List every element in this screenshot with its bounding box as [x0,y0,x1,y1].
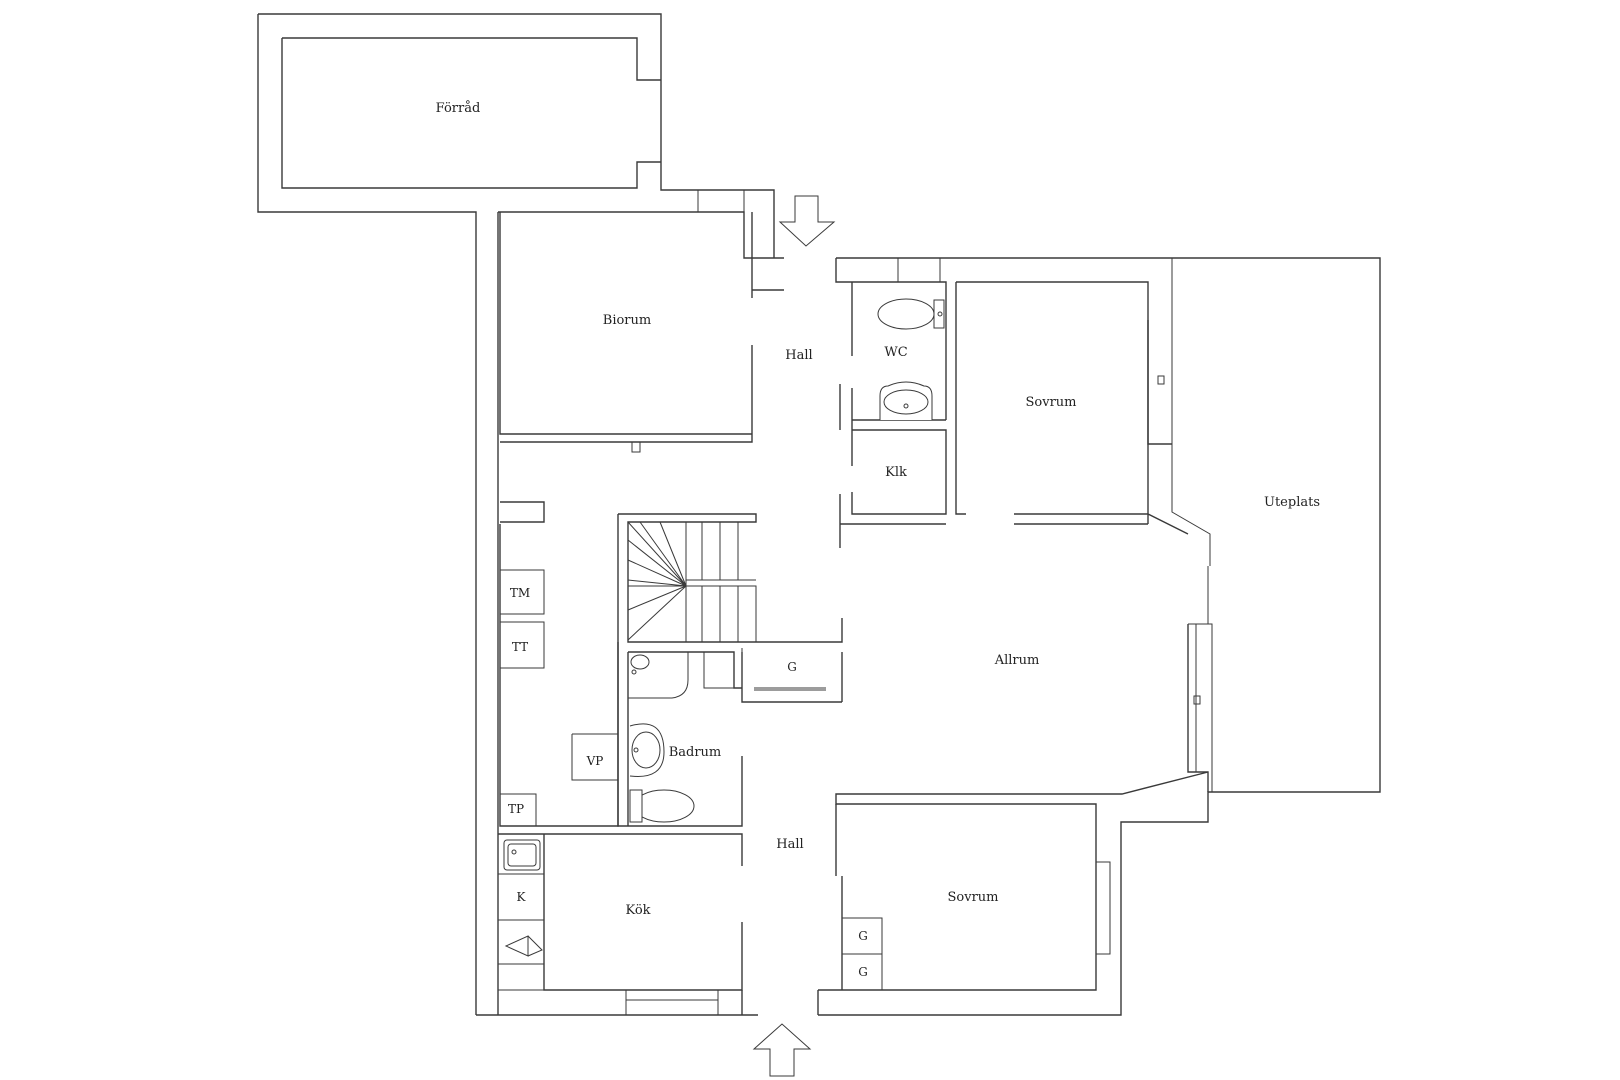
room-label-sovrum-east: Sovrum [1026,395,1077,410]
fixture-label-g-wardrobe-2: G [858,965,868,979]
sink-badrum-icon [629,723,665,777]
room-label-wc: WC [884,345,907,360]
fixture-label-k: K [517,890,527,904]
room-label-hall-south: Hall [776,837,803,852]
room-label-hall-north: Hall [785,348,812,363]
sink-wc-icon [879,381,933,420]
room-label-biorum: Biorum [603,313,651,328]
room-label-badrum: Badrum [669,745,722,760]
hall-south-walls [741,771,1209,1015]
fixture-label-vp: VP [586,754,604,768]
storage-annex [257,13,775,1015]
fixture-label-tt: TT [512,640,528,654]
sink-kitchen-icon [503,839,541,871]
room-label-klk: Klk [885,465,907,480]
room-label-forrad: Förråd [436,100,481,116]
stair [618,513,843,643]
toilet-wc-icon [877,298,945,330]
stove-hood-icon [504,935,543,957]
wc-block [835,258,947,548]
service-walls [499,501,619,827]
toilet-badrum-icon [629,789,695,823]
badrum-walls [617,642,843,827]
fixture-label-tm: TM [510,586,530,600]
biorum-walls [499,212,753,453]
north-entrance-arrow-icon [778,195,836,247]
south-entrance-arrow-icon [752,1023,812,1077]
kok-walls [498,833,743,1015]
room-label-uteplats: Uteplats [1264,495,1320,510]
room-label-kok: Kök [625,903,650,918]
room-label-sovrum-south: Sovrum [948,890,999,905]
fixture-label-tp: TP [508,802,524,816]
fixture-label-g-wardrobe-1: G [858,929,868,943]
fixture-label-g-hall: G [787,660,797,674]
outer-walls [476,211,1381,1016]
sovrum-east-walls [955,281,1189,535]
room-label-allrum: Allrum [994,653,1040,668]
openings [1188,566,1213,792]
shower-badrum-icon [630,654,650,675]
